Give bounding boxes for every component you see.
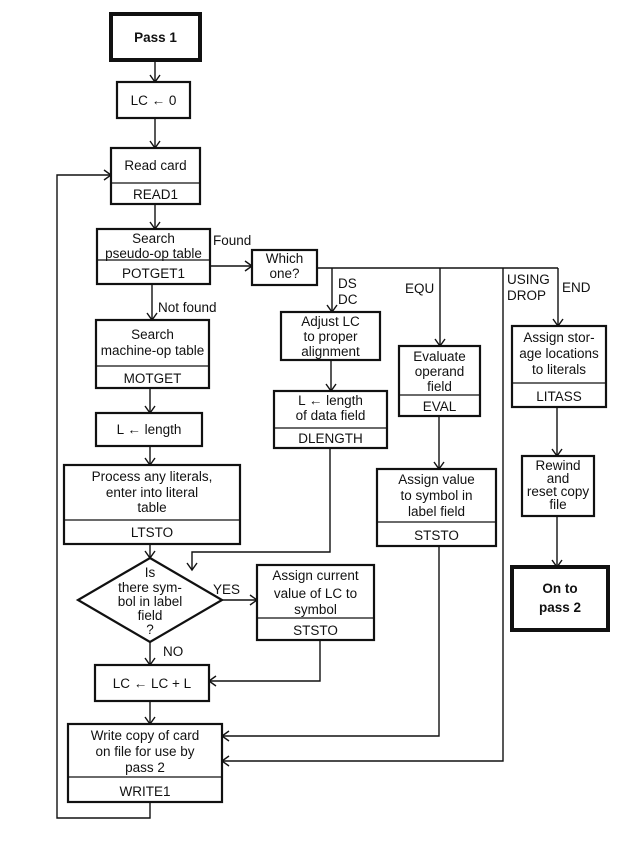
- node-ststo1: [255, 563, 376, 642]
- label-yes: YES: [213, 582, 240, 597]
- label-no: NO: [163, 644, 183, 659]
- label-ds: DS: [338, 276, 357, 291]
- node-litass-text: age locations: [519, 346, 599, 361]
- node-adjust-text: to proper: [303, 329, 358, 344]
- node-ltsto-text: enter into literal: [106, 485, 198, 500]
- node-ststo1-routine-name: STSTO: [293, 623, 338, 638]
- node-dlength-text: of data field: [296, 408, 366, 423]
- node-ststo1-text: symbol: [294, 602, 337, 617]
- node-litass: [510, 324, 608, 409]
- node-read: [109, 146, 202, 206]
- label-dc: DC: [338, 292, 358, 307]
- node-ltsto-text: table: [137, 500, 166, 515]
- node-pass2-text: pass 2: [539, 600, 581, 615]
- node-lcinc: [93, 663, 211, 703]
- node-read-routine-name: READ1: [133, 187, 178, 202]
- node-lc0-text: LC ← 0: [131, 93, 177, 108]
- node-ststo2-routine-name: STSTO: [414, 528, 459, 543]
- label-using: USING: [507, 272, 550, 287]
- node-potget-text: pseudo-op table: [105, 246, 202, 261]
- node-lc0: [115, 80, 192, 120]
- node-read-text: Read card: [124, 158, 186, 173]
- node-ststo2-text: label field: [408, 504, 465, 519]
- node-ltsto-routine-name: LTSTO: [131, 525, 173, 540]
- node-eval-routine-name: EVAL: [423, 399, 457, 414]
- node-which-text: one?: [269, 266, 299, 281]
- node-motget: [94, 318, 211, 390]
- node-litass-text: Assign stor-: [523, 330, 594, 345]
- node-which: [250, 248, 319, 287]
- label-equ: EQU: [405, 281, 434, 296]
- node-ststo1-text: value of LC to: [274, 586, 357, 601]
- edge-ststo2-write: [222, 546, 440, 737]
- node-pass1-text: Pass 1: [134, 30, 177, 45]
- node-ststo1-text: Assign current: [272, 568, 359, 583]
- node-rewind-text: file: [549, 497, 566, 512]
- arrowhead-icon: [186, 562, 198, 572]
- node-pass2-text: On to: [542, 581, 577, 596]
- node-rewind: [520, 454, 596, 518]
- node-ltsto: [62, 463, 242, 546]
- edge-ststo1-lcinc: [209, 640, 321, 682]
- node-motget-text: machine-op table: [101, 343, 205, 358]
- label-not-found: Not found: [158, 300, 217, 315]
- node-ltsto-text: Process any literals,: [92, 469, 213, 484]
- node-eval-text: field: [427, 379, 452, 394]
- node-eval-text: Evaluate: [413, 349, 466, 364]
- node-motget-routine-name: MOTGET: [124, 371, 182, 386]
- node-pass2: [510, 565, 610, 632]
- node-litass-text: to literals: [532, 362, 586, 377]
- label-drop: DROP: [507, 288, 546, 303]
- node-which-text: Which: [266, 251, 304, 266]
- edge-dlength-decision: [191, 448, 331, 570]
- node-write-routine-name: WRITE1: [119, 784, 170, 799]
- node-rewind-text: Rewind: [535, 458, 580, 473]
- node-dlength-text: L ← length: [298, 393, 363, 408]
- node-llen: [94, 411, 204, 448]
- node-rewind-text: and: [547, 471, 570, 486]
- node-write-text: on file for use by: [95, 744, 194, 759]
- node-write-text: pass 2: [125, 760, 165, 775]
- node-ststo2-text: to symbol in: [400, 488, 472, 503]
- node-potget: [95, 227, 212, 286]
- edge-write-loop-read: [56, 174, 151, 819]
- node-potget-text: Search: [132, 231, 175, 246]
- node-write-text: Write copy of card: [91, 728, 200, 743]
- decision-text: field: [138, 608, 163, 623]
- node-eval: [397, 344, 482, 418]
- decision-text: there sym-: [118, 580, 182, 595]
- edge-usingdrop-write: [222, 268, 504, 762]
- node-pass1: [109, 12, 202, 62]
- node-litass-routine-name: LITASS: [536, 389, 582, 404]
- label-end: END: [562, 280, 591, 295]
- decision-text: Is: [145, 565, 156, 580]
- decision-text: ?: [146, 622, 154, 637]
- node-ststo2: [375, 467, 498, 548]
- node-rewind-text: reset copy: [527, 484, 590, 499]
- node-potget-routine-name: POTGET1: [122, 266, 185, 281]
- node-write: [66, 722, 224, 804]
- node-dlength: [272, 389, 389, 450]
- node-ststo2-text: Assign value: [398, 472, 475, 487]
- node-adjust-text: Adjust LC: [301, 314, 360, 329]
- node-motget-text: Search: [131, 327, 174, 342]
- node-adjust-text: alignment: [301, 344, 360, 359]
- node-eval-text: operand: [415, 364, 465, 379]
- decision-symbol-in-label: [75, 556, 225, 644]
- node-dlength-routine-name: DLENGTH: [298, 431, 363, 446]
- node-adjust: [279, 310, 382, 362]
- node-lcinc-text: LC ← LC + L: [113, 676, 192, 691]
- label-found: Found: [213, 233, 251, 248]
- node-llen-text: L ← length: [117, 422, 182, 437]
- decision-text: bol in label: [118, 594, 183, 609]
